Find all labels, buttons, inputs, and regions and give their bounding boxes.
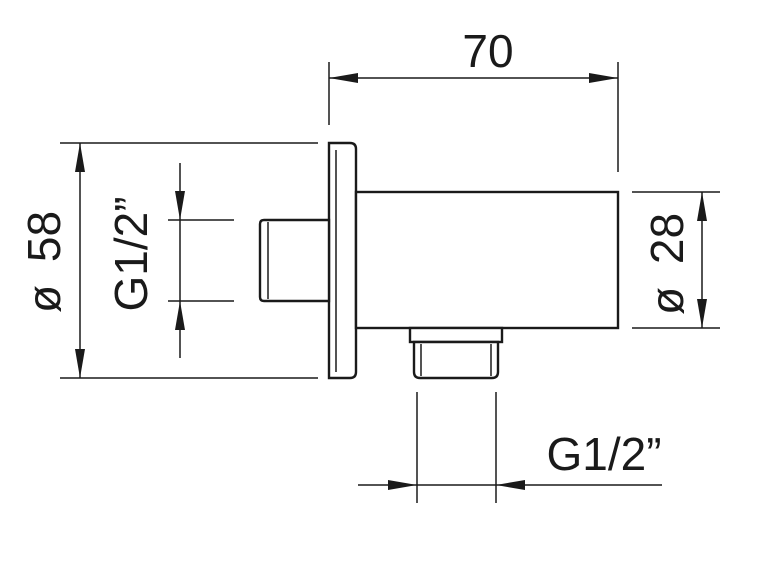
arrowhead [75,349,85,378]
dimension-label-body: ø 28 [641,213,693,315]
arrowhead [175,191,185,220]
part-outline [258,141,620,380]
arrowhead [388,480,417,490]
dimension-length: 70 [328,25,619,172]
dimension-inlet-thread: G1/2” [105,163,234,358]
outlet-nut [412,340,500,380]
wall-flange [327,141,358,380]
dimension-label-length: 70 [462,25,513,77]
inlet-stub [258,218,331,303]
arrowhead [496,480,525,490]
dimension-body-width: ø 28 [632,191,720,329]
diameter-symbol: ø [18,285,70,313]
dimension-flange-diameter: ø 58 [18,142,318,379]
flange-diameter-value: 58 [18,211,70,262]
dimension-outlet-thread: G1/2” [358,392,662,503]
body-width-value: 28 [641,213,693,264]
dimension-label-flange: ø 58 [18,211,70,313]
dimension-label-inlet-thread: G1/2” [105,196,157,311]
arrowhead [697,299,707,328]
dimension-label-outlet-thread: G1/2” [546,428,661,480]
outlet-collar [408,326,504,344]
arrowhead [175,301,185,330]
main-body [354,190,620,330]
arrowhead [329,73,358,83]
arrowhead [75,143,85,172]
diameter-symbol: ø [641,287,693,315]
arrowhead [589,73,618,83]
arrowhead [697,192,707,221]
